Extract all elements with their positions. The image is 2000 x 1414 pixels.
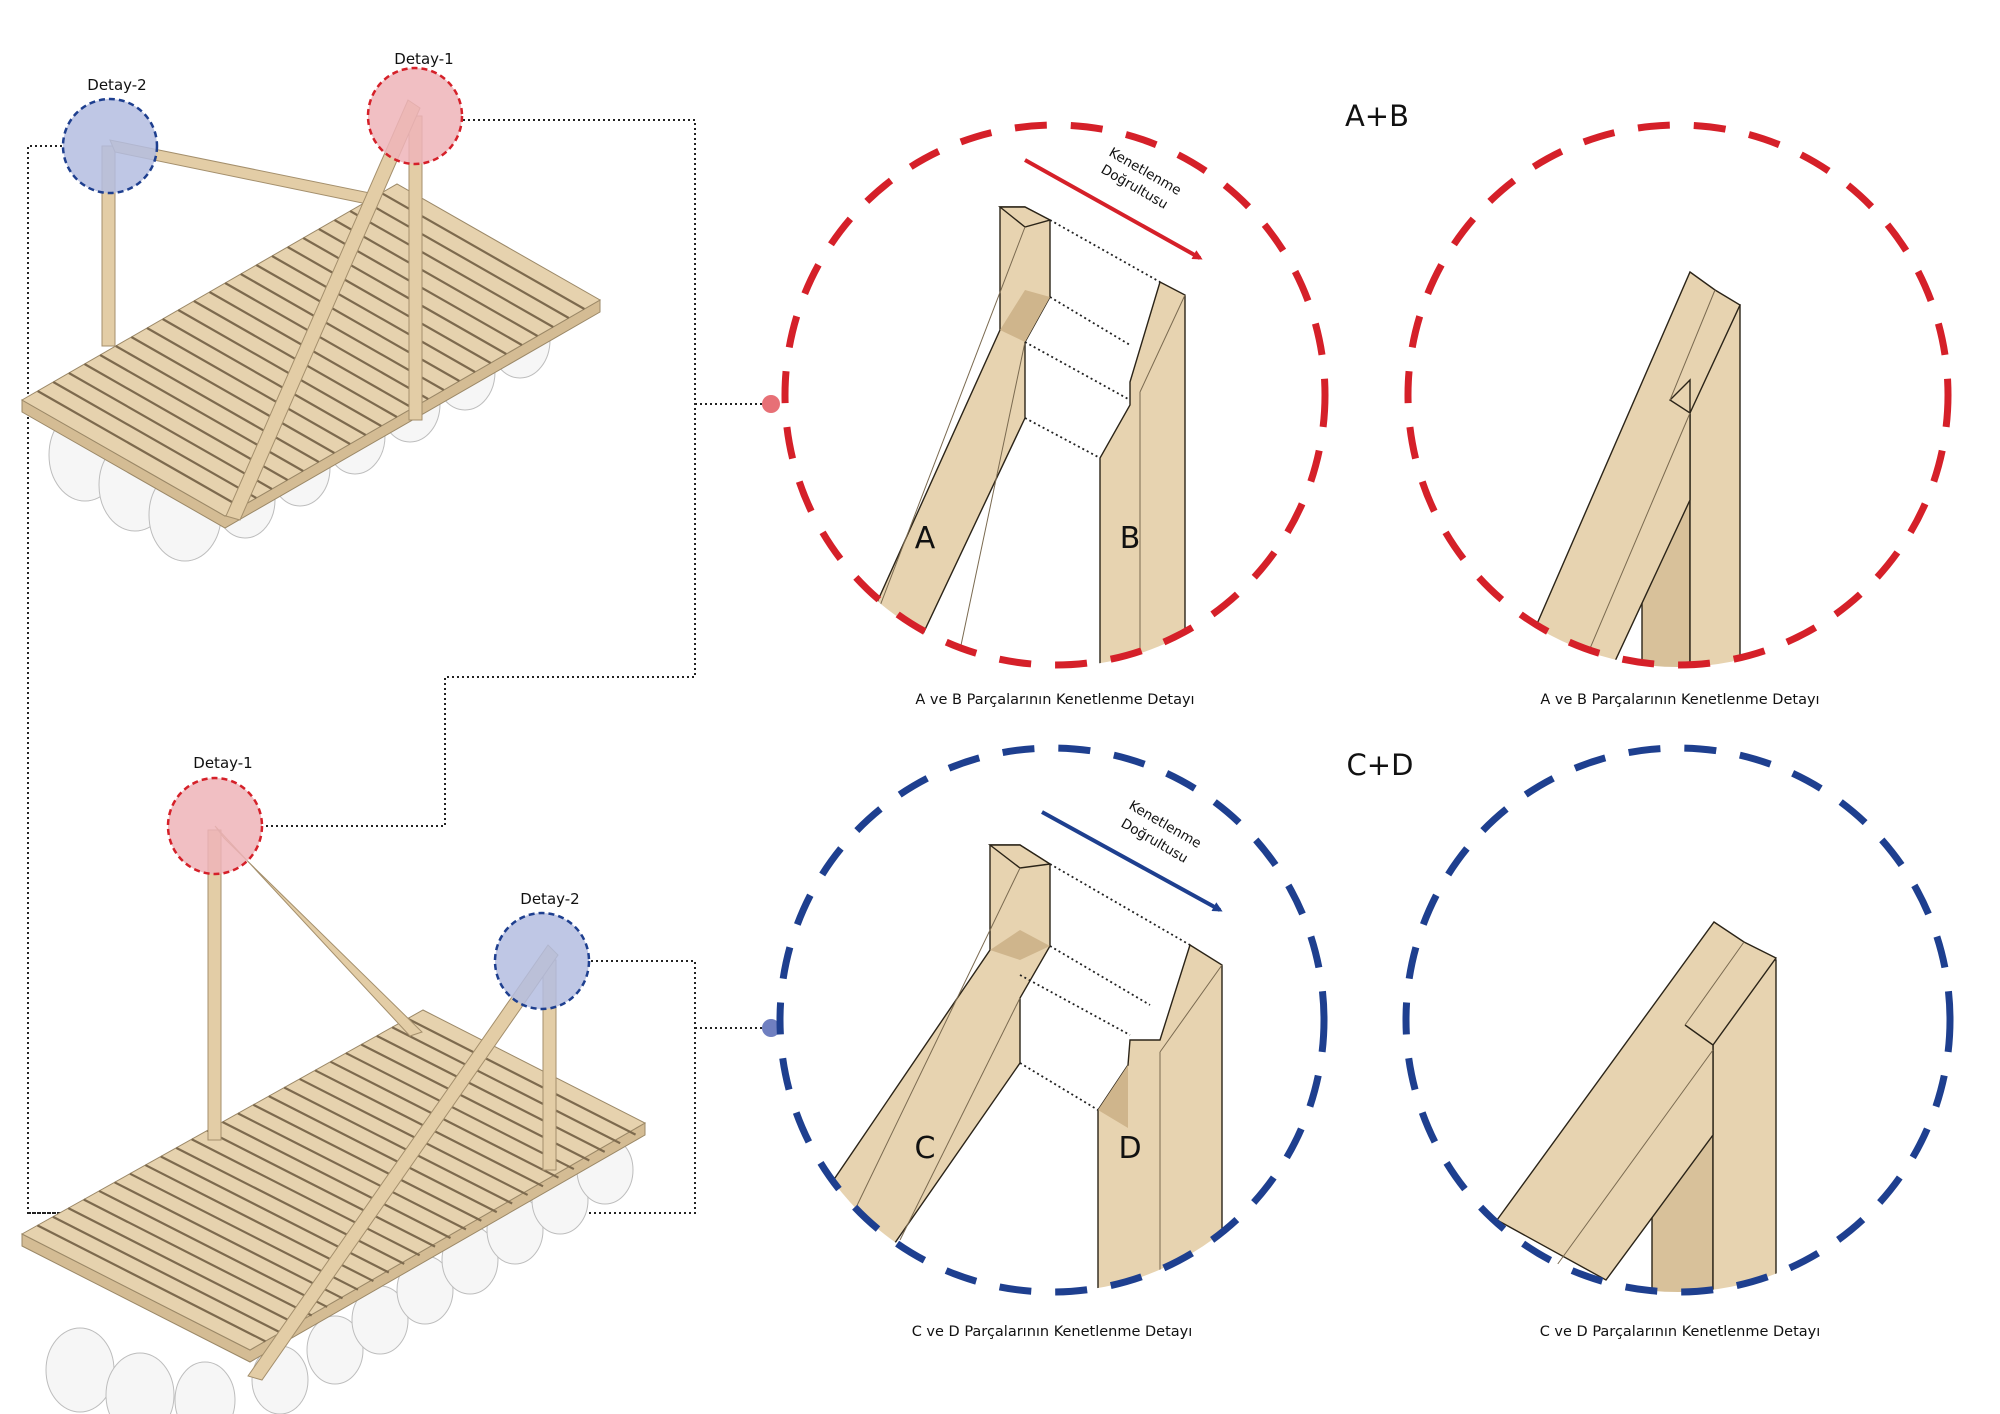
connector-dot-red <box>762 395 780 413</box>
deck-planks <box>37 192 585 508</box>
deck-plank <box>391 1026 621 1145</box>
raft-bottom: Detay-1 Detay-2 <box>20 754 647 1414</box>
deck-plank <box>224 282 429 400</box>
assembled-view: C ve D Parçalarının Kenetlenme Detayı <box>1402 744 1954 1340</box>
connector-dot-blue <box>762 1019 780 1037</box>
caption-exploded: A ve B Parçalarının Kenetlenme Detayı <box>915 692 1194 708</box>
deck-plank <box>206 1129 436 1248</box>
deck-plank <box>52 1215 282 1334</box>
caption-assembled: C ve D Parçalarının Kenetlenme Detayı <box>1540 1324 1821 1340</box>
deck-plank <box>345 1052 575 1171</box>
caption-assembled: A ve B Parçalarının Kenetlenme Detayı <box>1540 692 1819 708</box>
detay-1-label: Detay-1 <box>394 50 453 68</box>
deck-plank <box>162 318 367 436</box>
deck-plank <box>146 327 351 445</box>
floats <box>45 1135 634 1414</box>
detay-2-marker[interactable] <box>493 911 591 1011</box>
deck-plank <box>299 1077 529 1196</box>
detail-circle <box>781 121 1329 669</box>
deck-plank <box>191 1138 421 1257</box>
detay-1-marker[interactable] <box>366 66 464 166</box>
exploded-view: Kenetlenme Doğrultusu C D C ve D Parçala… <box>776 744 1328 1340</box>
piece-c-assembled <box>1495 921 1778 1281</box>
deck-plank <box>271 255 476 373</box>
deck-plank <box>114 1181 344 1300</box>
deck-plank <box>287 246 492 364</box>
piece-c <box>819 844 1051 1251</box>
deck-plank <box>83 1198 313 1317</box>
deck-plank <box>333 219 539 337</box>
group-cd: C+D Kenetlenme Doğrultusu C <box>776 744 1954 1340</box>
part-label-c: C <box>915 1131 936 1166</box>
deck-plank <box>67 1207 297 1326</box>
detay-2-label: Detay-2 <box>87 76 146 94</box>
deck-plank <box>365 201 570 319</box>
deck-plank <box>68 372 273 490</box>
detay-2-marker[interactable] <box>61 97 159 195</box>
deck-plank <box>376 1034 606 1153</box>
deck-plank <box>407 1017 637 1136</box>
caption-exploded: C ve D Parçalarının Kenetlenme Detayı <box>912 1324 1193 1340</box>
deck-plank <box>268 1095 498 1214</box>
deck-plank <box>237 1112 467 1231</box>
deck-plank <box>329 1060 559 1179</box>
part-label-d: D <box>1118 1131 1141 1166</box>
deck-plank <box>349 210 554 328</box>
detail-circle <box>1404 121 1952 669</box>
deck-plank <box>302 237 507 355</box>
deck-plank <box>98 1189 328 1308</box>
raft-top: Detay-2 Detay-1 <box>20 50 602 562</box>
deck-plank <box>129 1172 359 1291</box>
group-title: A+B <box>1345 99 1409 133</box>
leader-top-detay2 <box>27 145 62 1214</box>
deck-plank <box>255 264 460 382</box>
detail-circle <box>1402 744 1954 1296</box>
piece-a <box>859 206 1051 667</box>
detay-1-label: Detay-1 <box>193 754 252 772</box>
deck-plank <box>115 345 320 463</box>
direction-arrow <box>1041 810 1223 912</box>
connector-lines <box>27 119 780 1214</box>
deck-planks <box>36 1017 637 1343</box>
detay-1-marker[interactable] <box>166 776 264 876</box>
deck-plank <box>283 1086 513 1205</box>
deck-plank <box>252 1103 482 1222</box>
group-ab: A+B Kenetlenme Doğrultusu <box>781 99 1952 708</box>
direction-arrow <box>1024 158 1203 260</box>
post-left <box>207 829 222 1141</box>
deck-plank <box>52 381 257 499</box>
assembled-view: A ve B Parçalarının Kenetlenme Detayı <box>1404 121 1952 708</box>
deck-plank <box>130 336 335 454</box>
part-label-a: A <box>915 521 936 556</box>
detail-circle <box>776 744 1328 1296</box>
part-label-b: B <box>1120 521 1141 556</box>
detay-2-label: Detay-2 <box>520 890 579 908</box>
deck-plank <box>222 1121 451 1239</box>
exploded-view: Kenetlenme Doğrultusu A B A ve B Parçala… <box>781 121 1329 708</box>
piece-b <box>1099 280 1186 667</box>
deck-plank <box>175 1146 405 1265</box>
group-title: C+D <box>1347 748 1414 782</box>
deck-plank <box>37 390 242 508</box>
leader-bottom-detay2 <box>28 960 696 1214</box>
deck-plank <box>36 1224 266 1343</box>
deck-plank <box>177 309 382 427</box>
